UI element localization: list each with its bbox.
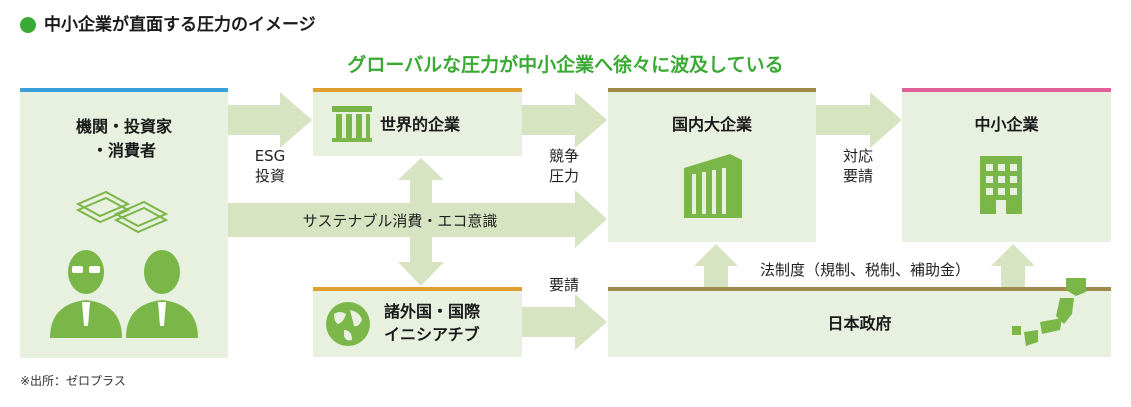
government-box	[608, 291, 1111, 357]
sme-label: 中小企業	[974, 115, 1039, 134]
response-label-2: 要請	[842, 167, 873, 185]
header-bullet	[20, 17, 36, 33]
global-company-label: 世界的企業	[380, 115, 461, 134]
law-arrow-right	[991, 244, 1035, 288]
response-label-1: 対応	[842, 147, 873, 165]
law-arrow-left	[694, 244, 738, 288]
initiatives-bar	[313, 287, 522, 291]
competition-label-1: 競争	[548, 147, 579, 165]
response-arrow	[816, 92, 902, 148]
diagram-subtitle: グローバルな圧力が中小企業へ徐々に波及している	[347, 54, 784, 76]
pillar-building-icon	[332, 106, 372, 142]
global-company-bar	[313, 88, 522, 92]
investors-label-1: 機関・投資家	[75, 117, 172, 136]
people-icon	[50, 250, 198, 338]
consumption-label: サステナブル消費・エコ意識	[302, 212, 498, 230]
request-label: 要請	[548, 276, 579, 294]
request-arrow	[522, 294, 607, 350]
initiatives-label-1: 諸外国・国際	[384, 302, 481, 321]
government-bar	[608, 287, 1111, 291]
esg-label-2: 投資	[254, 167, 285, 185]
esg-arrow	[228, 92, 312, 148]
money-icon	[75, 190, 169, 234]
domestic-company-label: 国内大企業	[671, 115, 752, 134]
page-title: 中小企業が直面する圧力のイメージ	[44, 15, 316, 35]
esg-label-1: ESG	[254, 147, 286, 165]
office-building-icon	[980, 156, 1022, 214]
initiatives-label-2: イニシアチブ	[384, 325, 480, 344]
source-note: ※出所：ゼロプラス	[20, 374, 126, 388]
domestic-company-bar	[608, 88, 816, 92]
competition-arrow	[522, 92, 607, 148]
sme-bar	[902, 88, 1111, 92]
vertical-double-arrow	[398, 158, 444, 286]
globe-icon	[326, 302, 370, 346]
investors-bar	[20, 88, 228, 92]
law-label: 法制度（規制、税制、補助金）	[759, 261, 970, 279]
competition-label-2: 圧力	[548, 167, 579, 185]
investors-label-2: ・消費者	[91, 141, 156, 160]
government-label: 日本政府	[827, 314, 892, 333]
tall-building-icon	[684, 154, 742, 218]
japan-map-icon	[1012, 278, 1086, 346]
